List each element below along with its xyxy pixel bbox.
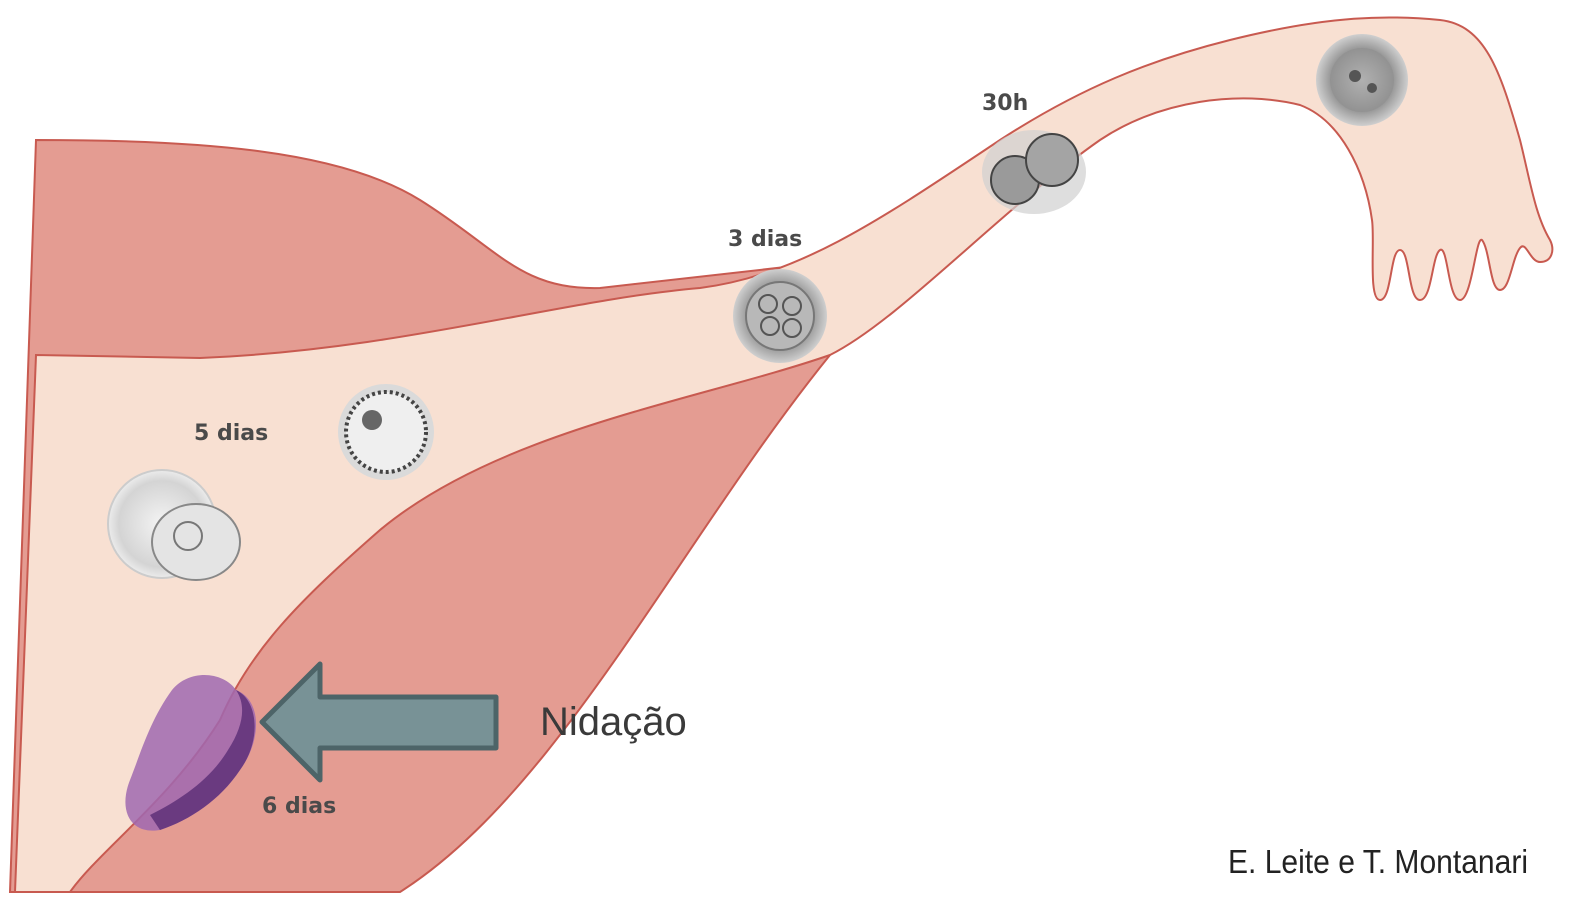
label-3-dias: 3 dias xyxy=(728,227,802,252)
blastocyst xyxy=(338,384,434,480)
two-cell-embryo xyxy=(982,130,1086,214)
label-nidacao: Nidação xyxy=(540,700,687,744)
label-30h: 30h xyxy=(982,91,1028,116)
label-5-dias: 5 dias xyxy=(194,421,268,446)
morula xyxy=(733,269,827,363)
oocyte xyxy=(1316,34,1408,126)
credit-text: E. Leite e T. Montanari xyxy=(1228,843,1528,880)
label-6-dias: 6 dias xyxy=(262,794,336,819)
